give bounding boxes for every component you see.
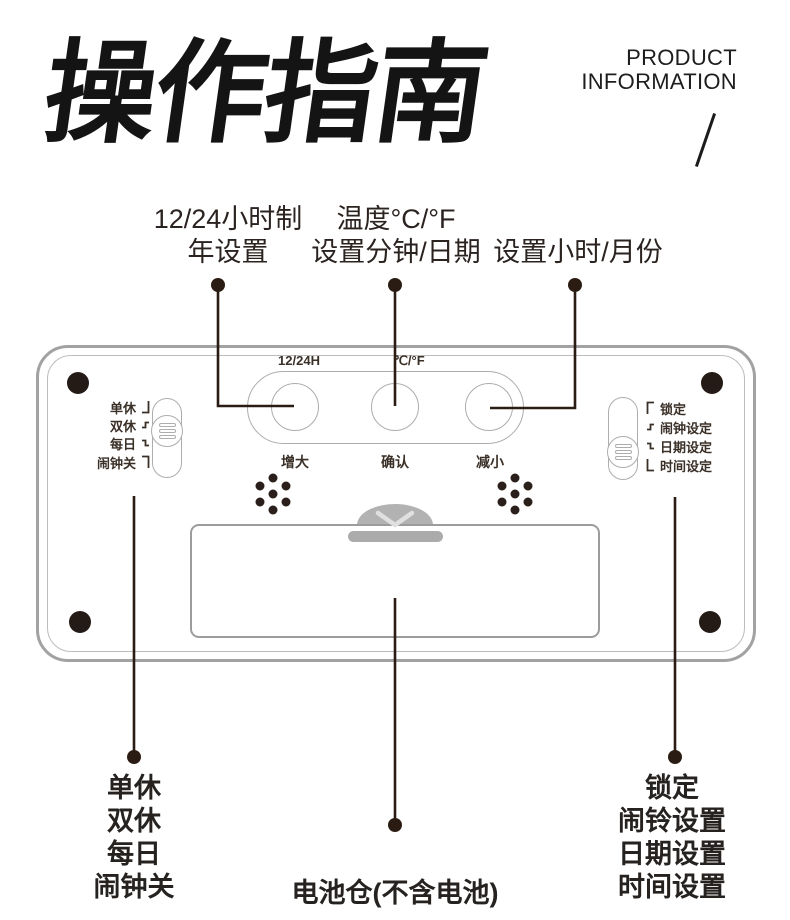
switch-position-icon	[647, 423, 654, 431]
callout-temperature-line2: 设置分钟/日期	[311, 237, 481, 267]
product-information-caption: PRODUCT INFORMATION	[581, 46, 737, 94]
screw-top-left-icon	[67, 372, 89, 394]
callout-label-hour-format: 12/24小时制 年设置	[118, 203, 338, 269]
knob-grip-line	[614, 450, 632, 454]
button-decrease-label: 减小	[476, 454, 504, 470]
slash-mark	[694, 113, 717, 167]
bottom-right-label-2: 闹铃设置	[618, 806, 726, 836]
left-switch-row-2: 双休	[109, 417, 150, 434]
bottom-right-label-4: 时间设置	[618, 872, 726, 902]
switch-position-icon	[647, 442, 654, 450]
product-information-line1: PRODUCT	[626, 45, 737, 70]
left-switch-label-4: 闹钟关	[96, 455, 136, 471]
callout-hour-month-line1: 设置小时/月份	[493, 237, 663, 267]
bottom-left-label-4: 闹钟关	[93, 872, 175, 902]
switch-position-icon	[142, 421, 149, 429]
callout-hour-format-line1: 12/24小时制	[153, 204, 303, 234]
right-switch-label-2: 闹钟设定	[660, 420, 713, 436]
right-switch-label-1: 锁定	[660, 401, 687, 417]
product-information-line2: INFORMATION	[581, 69, 737, 94]
bottom-left-label-3: 每日	[107, 839, 161, 869]
button-increase-circle	[271, 383, 319, 431]
speaker-holes-left-icon	[255, 473, 291, 515]
callout-dot	[388, 278, 402, 292]
switch-position-icon	[646, 401, 654, 414]
callout-temperature-line1: 温度°C/°F	[336, 204, 456, 234]
knob-grip-line	[614, 456, 632, 460]
button-confirm-circle	[371, 383, 419, 431]
panel-label-12-24h: 12/24H	[278, 353, 320, 368]
battery-lid-dome	[357, 504, 433, 525]
button-increase-label: 增大	[281, 454, 309, 470]
screw-top-right-icon	[701, 372, 723, 394]
panel-label-celsius-fahrenheit: ℃/°F	[393, 353, 425, 368]
right-switch-row-2: 闹钟设定	[646, 419, 713, 436]
bottom-left-label-column: 单休 双休 每日 闹钟关	[34, 772, 234, 904]
callout-dot	[668, 750, 682, 764]
bottom-right-label-3: 日期设置	[618, 839, 726, 869]
knob-grip-line	[158, 423, 176, 427]
bottom-right-label-1: 锁定	[645, 773, 699, 803]
callout-dot	[211, 278, 225, 292]
right-switch-label-3: 日期设定	[660, 439, 713, 455]
knob-grip-line	[614, 444, 632, 448]
callout-dot	[127, 750, 141, 764]
callout-label-temperature: 温度°C/°F 设置分钟/日期	[286, 203, 506, 269]
callout-label-hour-month: 设置小时/月份	[468, 236, 688, 269]
left-switch-label-3: 每日	[109, 436, 136, 452]
right-switch-label-4: 时间设定	[660, 458, 713, 474]
switch-position-icon	[142, 455, 150, 468]
screw-bottom-right-icon	[699, 611, 721, 633]
button-decrease-circle	[465, 383, 513, 431]
left-switch-row-1: 单休	[109, 399, 150, 416]
bottom-right-label-column: 锁定 闹铃设置 日期设置 时间设置	[572, 772, 772, 904]
battery-compartment-label: 电池仓(不含电池)	[291, 878, 499, 908]
speaker-holes-right-icon	[497, 473, 533, 515]
knob-grip-line	[158, 429, 176, 433]
knob-grip-line	[158, 435, 176, 439]
battery-latch-chevron-icon	[375, 510, 415, 528]
battery-grip-bar	[348, 531, 443, 542]
callout-hour-format-line2: 年设置	[187, 237, 269, 267]
left-switch-label-2: 双休	[109, 418, 136, 434]
right-switch-row-4: 时间设定	[646, 457, 713, 474]
right-switch-row-3: 日期设定	[646, 438, 713, 455]
button-confirm-label: 确认	[381, 454, 409, 470]
left-switch-label-1: 单休	[109, 400, 136, 416]
switch-position-icon	[142, 439, 149, 447]
left-switch-row-3: 每日	[109, 435, 150, 452]
right-function-switch-knob	[607, 436, 639, 468]
page-title: 操作指南	[36, 31, 494, 156]
callout-dot	[568, 278, 582, 292]
bottom-left-label-2: 双休	[107, 806, 161, 836]
left-mode-switch-knob	[151, 415, 183, 447]
bottom-left-label-1: 单休	[107, 773, 161, 803]
left-switch-row-4: 闹钟关	[96, 454, 150, 471]
screw-bottom-left-icon	[69, 611, 91, 633]
switch-position-icon	[142, 401, 150, 414]
callout-dot	[388, 818, 402, 832]
switch-position-icon	[646, 459, 654, 472]
right-switch-row-1: 锁定	[646, 400, 687, 417]
